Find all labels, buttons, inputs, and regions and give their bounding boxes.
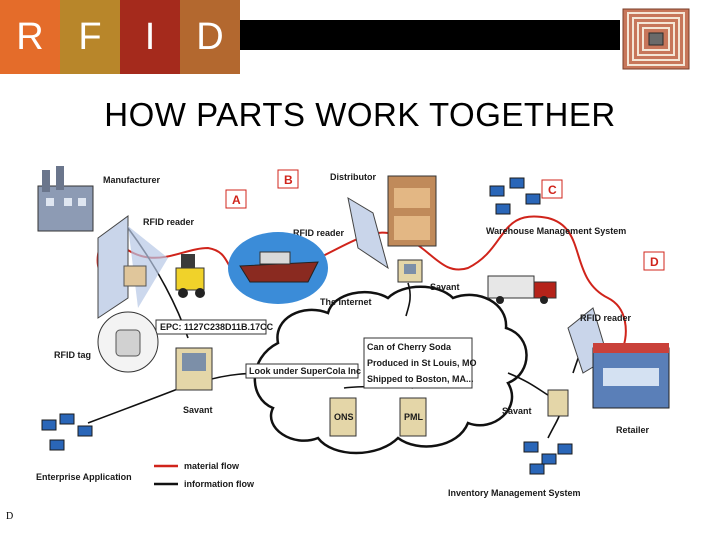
- legend-information-label: information flow: [184, 479, 255, 489]
- legend-material-label: material flow: [184, 461, 240, 471]
- distributor-label: Distributor: [330, 172, 376, 182]
- checkpoint-c: C: [541, 179, 563, 199]
- rfid-workflow-diagram: The Internet Manufacturer RFID reader RF…: [36, 166, 670, 498]
- savant-left-server-icon: [175, 347, 213, 391]
- manufacturer-label: Manufacturer: [103, 175, 161, 185]
- header-letter-d: D: [180, 0, 240, 74]
- checkpoint-c-label: C: [548, 183, 557, 197]
- epc-code-text: EPC: 1127C238D11B.17CC: [160, 322, 274, 332]
- inventory-computers-icon: [523, 441, 573, 475]
- footer-mark: D: [6, 511, 14, 522]
- enterprise-computers-icon: [41, 413, 93, 451]
- package-box-icon: [123, 265, 147, 287]
- checkpoint-a-label: A: [232, 193, 241, 207]
- savant-top-server-icon: [397, 259, 423, 283]
- product-info-box: Can of Cherry Soda Produced in St Louis,…: [363, 337, 477, 389]
- rfid-reader-1: [97, 215, 168, 319]
- pml-label: PML: [404, 412, 424, 422]
- header-letter-i: I: [120, 0, 180, 74]
- product-info-line-3: Shipped to Boston, MA...: [367, 374, 474, 384]
- warehouse-system-label: Warehouse Management System: [486, 226, 626, 236]
- retailer-store-icon: [592, 343, 670, 409]
- legend: material flow information flow: [154, 461, 255, 489]
- header-letter-f: F: [60, 0, 120, 74]
- look-under-box: Look under SuperCola Inc: [245, 363, 361, 379]
- internet-label: The Internet: [320, 297, 372, 307]
- header-letter-r: R: [0, 0, 60, 74]
- cargo-ship-icon: [228, 232, 328, 304]
- header-bar: [240, 20, 620, 50]
- product-info-line-1: Can of Cherry Soda: [367, 342, 452, 352]
- savant-right-server-icon: [547, 389, 569, 417]
- checkpoint-b: B: [277, 169, 299, 189]
- checkpoint-d: D: [643, 251, 665, 271]
- page-title: HOW PARTS WORK TOGETHER: [104, 96, 616, 133]
- savant-top-label: Savant: [430, 282, 460, 292]
- pml-server-icon: PML: [399, 397, 427, 437]
- delivery-truck-icon: [487, 275, 557, 304]
- warehouse-computers-icon: [489, 177, 541, 215]
- rfid-reader-2: [347, 196, 389, 270]
- look-under-text: Look under SuperCola Inc: [249, 366, 361, 376]
- epc-code-box: EPC: 1127C238D11B.17CC: [155, 319, 274, 335]
- savant-left-label: Savant: [183, 405, 213, 415]
- inventory-system-label: Inventory Management System: [448, 488, 581, 498]
- product-info-line-2: Produced in St Louis, MO: [367, 358, 477, 368]
- rfid-tag-icon: [97, 311, 159, 373]
- retailer-label: Retailer: [616, 425, 650, 435]
- ons-server-icon: ONS: [329, 397, 357, 437]
- rfid-chip-logo: [622, 8, 690, 70]
- checkpoint-b-label: B: [284, 173, 293, 187]
- ons-label: ONS: [334, 412, 354, 422]
- rfid-reader-2-label: RFID reader: [293, 228, 345, 238]
- enterprise-application-label: Enterprise Application: [36, 472, 132, 482]
- savant-right-label: Savant: [502, 406, 532, 416]
- material-flow-path: [107, 215, 627, 349]
- rfid-reader-3-label: RFID reader: [580, 313, 632, 323]
- rfid-tag-label: RFID tag: [54, 350, 91, 360]
- rfid-reader-1-label: RFID reader: [143, 217, 195, 227]
- checkpoint-a: A: [225, 189, 247, 209]
- checkpoint-d-label: D: [650, 255, 659, 269]
- forklift-icon: [175, 254, 205, 298]
- factory-icon: [37, 166, 94, 232]
- distributor-warehouse-icon: [387, 175, 437, 247]
